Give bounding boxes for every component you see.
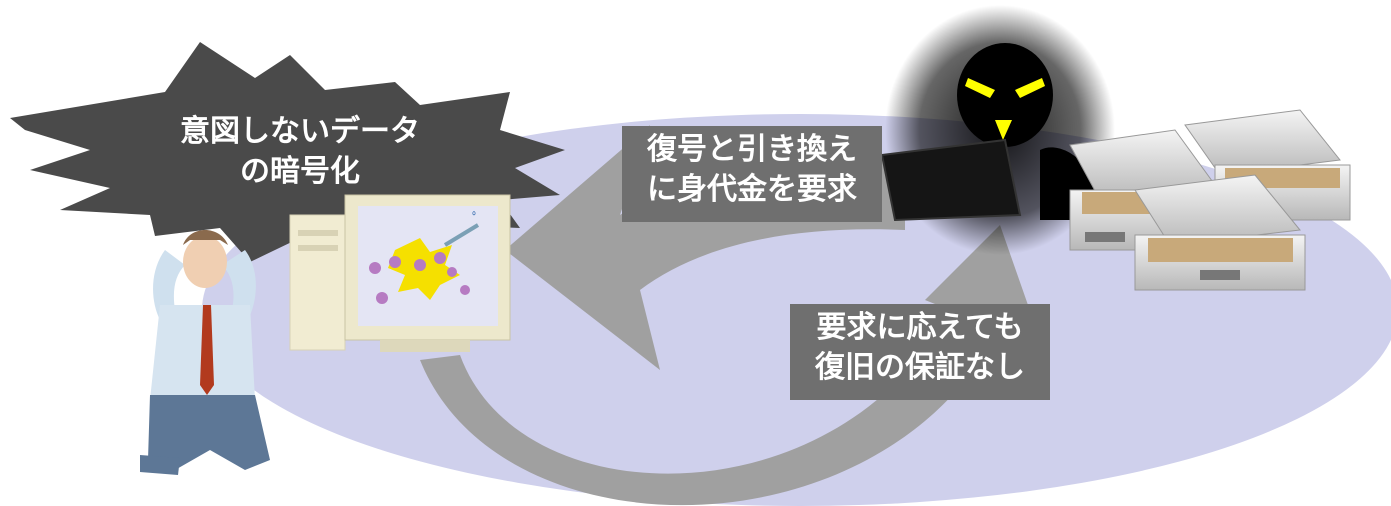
demand-label: 復号と引き換え に身代金を要求 [622,126,882,222]
demand-line-1: 復号と引き換え [647,132,857,167]
svg-text:ﾟ: ﾟ [472,210,480,229]
distressed-person-icon [140,230,270,475]
no-guarantee-line-2: 復旧の保証なし [815,350,1025,385]
money-case-icon [1069,109,1351,291]
demand-line-2: に身代金を要求 [647,172,857,207]
return-arrow [420,225,1035,506]
burst-line-1: 意図しないデータ [180,114,420,149]
burst-label: 意図しないデータ の暗号化 [150,112,450,192]
hacker-icon [880,43,1095,222]
no-guarantee-label: 要求に応えても 復旧の保証なし [790,304,1050,400]
burst-line-2: の暗号化 [240,154,360,189]
computer-virus-icon: ﾟ [289,194,511,352]
no-guarantee-line-1: 要求に応えても [816,310,1024,345]
